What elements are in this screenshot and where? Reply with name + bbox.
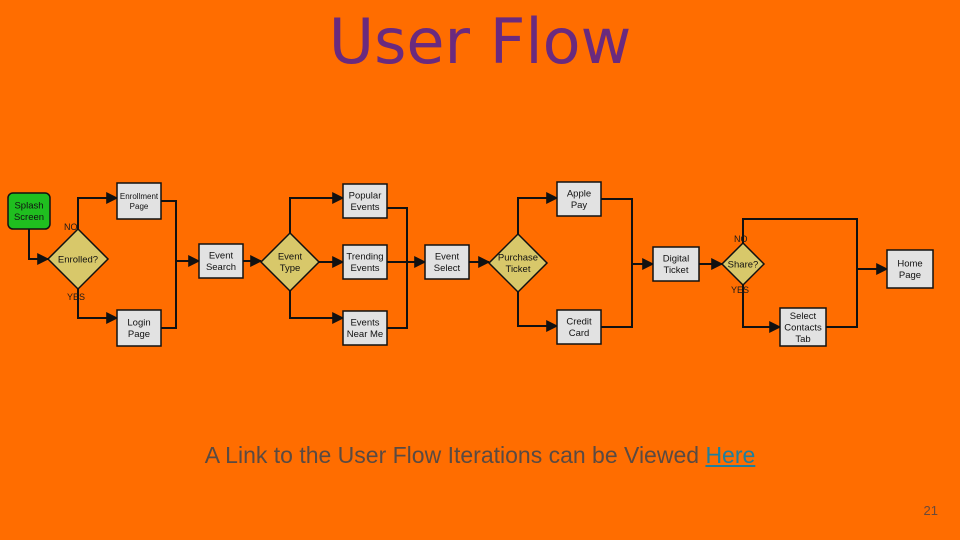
node-label: Popular — [349, 191, 382, 202]
edge-enrolled-to-enrollment — [77, 192, 119, 229]
node-label: Ticket — [664, 265, 689, 276]
node-label: Page — [899, 270, 921, 281]
node-label: Card — [569, 328, 590, 339]
node-label: Trending — [346, 252, 383, 263]
edge-purchase-to-apple_pay — [517, 192, 559, 234]
node-label: Enrolled? — [58, 254, 98, 265]
edge-enrolled-to-login — [77, 289, 119, 324]
node-label: Home — [897, 259, 922, 270]
here-link[interactable]: Here — [705, 442, 756, 468]
edge-label-no: NO — [64, 222, 78, 232]
node-label: Enrollment — [120, 192, 159, 201]
node-label: Events — [350, 263, 379, 274]
node-label: Event — [278, 252, 303, 263]
node-label: Splash — [14, 201, 43, 212]
node-enrolled: Enrolled? — [46, 227, 110, 291]
node-label: Select — [434, 263, 461, 274]
node-label: Screen — [14, 212, 44, 223]
edge-enrollment-to-event_search — [161, 200, 201, 267]
node-label: Credit — [566, 317, 592, 328]
node-label: Search — [206, 262, 236, 273]
edge-label-no: NO — [734, 234, 748, 244]
node-label: Login — [127, 318, 150, 329]
node-label: Tab — [795, 334, 810, 345]
edge-event_type-to-near_me — [289, 291, 345, 324]
edge-event_type-to-popular — [289, 192, 345, 233]
edge-popular-to-event_select — [387, 207, 427, 268]
node-label: Apple — [567, 189, 591, 200]
edge-near_me-to-event_select — [387, 262, 408, 329]
node-label: Page — [130, 202, 149, 211]
node-label: Contacts — [784, 322, 822, 333]
page-number: 21 — [923, 503, 938, 518]
node-label: Event — [435, 252, 460, 263]
edge-credit_card-to-digital_ticket — [601, 264, 633, 328]
edge-label-yes: YES — [731, 285, 749, 295]
edge-label-yes: YES — [67, 292, 85, 302]
node-label: Near Me — [347, 329, 383, 340]
node-label: Page — [128, 329, 150, 340]
edge-share-to-contacts_tab — [742, 285, 782, 333]
node-label: Event — [209, 251, 234, 262]
edge-share-to-home — [742, 218, 889, 275]
edge-apple_pay-to-digital_ticket — [601, 198, 655, 270]
edge-contacts_tab-to-home — [826, 269, 858, 328]
node-label: Select — [790, 311, 817, 322]
node-label: Events — [350, 318, 379, 329]
node-label: Digital — [663, 254, 689, 265]
node-label: Purchase — [498, 253, 538, 264]
node-label: Ticket — [506, 264, 531, 275]
caption-text: A Link to the User Flow Iterations can b… — [204, 442, 706, 468]
node-label: Events — [350, 202, 379, 213]
edge-splash-to-enrolled — [28, 229, 50, 265]
edge-login-to-event_search — [161, 261, 177, 329]
node-label: Type — [280, 263, 301, 274]
edge-purchase-to-credit_card — [517, 292, 559, 332]
caption: A Link to the User Flow Iterations can b… — [0, 440, 960, 470]
node-share: Share? — [720, 241, 766, 287]
slide-title: User Flow — [328, 5, 632, 78]
node-label: Pay — [571, 200, 588, 211]
node-label: Share? — [728, 259, 759, 270]
